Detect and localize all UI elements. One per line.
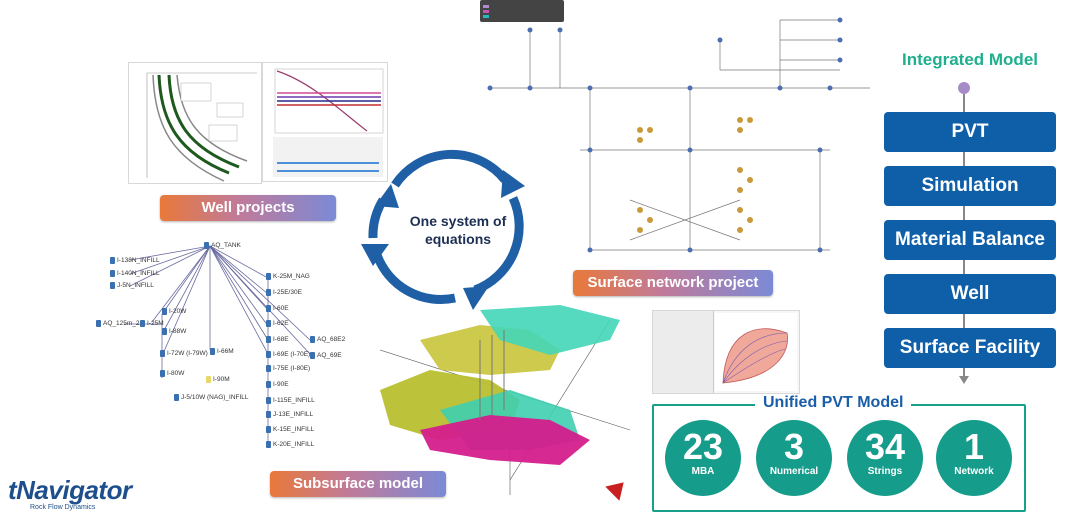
unified-pvt-title: Unified PVT Model [755, 394, 912, 412]
logo-tagline: Rock Flow Dynamics [30, 504, 96, 511]
subsurface-network-lines [124, 245, 311, 448]
well-performance-svg [273, 68, 384, 177]
arrow-head-icon [361, 244, 389, 266]
surface-network-label: Surface network project [573, 270, 773, 296]
network-node[interactable]: I-138N_INFILL [110, 257, 160, 264]
logo-name: tNavigator [8, 475, 132, 505]
stat-network: 1 Network [936, 420, 1012, 496]
stat-network-label: Network [954, 466, 994, 477]
surface-network-diagram [480, 0, 870, 265]
integrated-item-simulation: Simulation [884, 166, 1056, 206]
stat-numerical: 3 Numerical [756, 420, 832, 496]
center-title: One system of equations [409, 213, 507, 247]
network-node[interactable]: I-115E_INFILL [266, 397, 315, 404]
subsurface-3d-model [379, 305, 631, 495]
network-node[interactable]: AQ_69E [310, 352, 342, 359]
network-node[interactable]: I-25E/30E [266, 289, 302, 296]
subsurface-root-node[interactable]: AQ_TANK [204, 242, 241, 249]
arrow-head-icon [501, 170, 525, 198]
network-node[interactable]: J-5/10W (NAG)_INFILL [174, 394, 249, 401]
network-node[interactable]: I-69E (I-70E) [266, 351, 310, 358]
network-node[interactable]: J-13E_INFILL [266, 411, 313, 418]
network-node[interactable]: I-80W [160, 370, 184, 377]
stat-mba: 23 MBA [665, 420, 741, 496]
network-node[interactable]: I-90E [266, 381, 289, 388]
network-node[interactable]: K-25M_NAG [266, 273, 310, 280]
stat-strings-value: 34 [864, 426, 906, 467]
stat-numerical-label: Numerical [769, 466, 819, 477]
integrated-model-title: Integrated Model [901, 50, 1038, 69]
arrow-head-icon [375, 184, 399, 208]
stat-strings-label: Strings [867, 466, 903, 477]
arrow-head-icon [463, 286, 489, 310]
network-node[interactable]: AQ_125m_2 [96, 320, 140, 327]
connector-dot [958, 82, 970, 94]
integrated-item-pvt: PVT [884, 112, 1056, 152]
well-performance-plot [262, 62, 388, 182]
surface-network-svg [480, 0, 870, 253]
stat-mba-label: MBA [691, 466, 715, 477]
network-node[interactable]: I-20W [162, 308, 186, 315]
stat-network-value: 1 [963, 426, 985, 467]
integrated-item-surface-facility: Surface Facility [884, 328, 1056, 368]
pvt-envelope-window [652, 310, 800, 394]
pvt-envelope-svg [715, 313, 797, 391]
network-node[interactable]: I-60E [266, 305, 289, 312]
pvt-sidebar [653, 311, 714, 393]
stat-mba-value: 23 [682, 426, 724, 467]
network-node[interactable]: I-72W (I-79W) [160, 350, 208, 357]
tnavigator-logo: tNavigator Rock Flow Dynamics [8, 476, 132, 512]
network-node[interactable]: I-140N_INFILL [110, 270, 160, 277]
network-node[interactable]: I-62E [266, 320, 289, 327]
well-projects-label: Well projects [160, 195, 336, 221]
network-node[interactable]: K-15E_INFILL [266, 426, 314, 433]
integrated-item-well: Well [884, 274, 1056, 314]
network-node[interactable]: I-75E (I-80E) [266, 365, 310, 372]
well-trajectory-svg [146, 72, 257, 182]
subsurface-label: Subsurface model [270, 471, 446, 497]
stat-strings: 34 Strings [847, 420, 923, 496]
network-node[interactable]: I-88W [162, 328, 186, 335]
network-node[interactable]: I-90M [206, 376, 230, 383]
network-node[interactable]: I-66M [210, 348, 234, 355]
well-trajectory-plot [128, 62, 262, 184]
cycle-arrows [361, 149, 525, 310]
stat-numerical-value: 3 [783, 426, 805, 467]
network-node[interactable]: J-5N_INFILL [110, 282, 154, 289]
network-node[interactable]: I-25M [140, 320, 164, 327]
network-node[interactable]: I-68E [266, 336, 289, 343]
integrated-item-material-balance: Material Balance [884, 220, 1056, 260]
network-node[interactable]: AQ_68E2 [310, 336, 345, 343]
connector-arrow-icon [959, 376, 969, 384]
network-node[interactable]: K-20E_INFILL [266, 441, 314, 448]
